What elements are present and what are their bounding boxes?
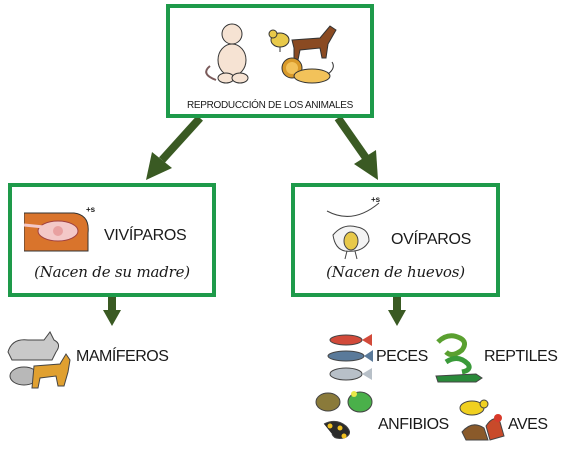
womb-icon [24, 212, 89, 252]
reptile-icon [435, 333, 483, 383]
arrow-to-oviparos-line [334, 115, 370, 161]
amphibian-icon [315, 391, 373, 439]
oviparos-node: +s OVÍPAROS (Nacen de huevos) [291, 183, 500, 297]
arrow-to-oviparos-head [354, 150, 378, 180]
lion-icon [281, 57, 334, 84]
viviparos-title: VIVÍPAROS [104, 227, 187, 244]
birds-icon [459, 399, 505, 441]
viviparos-node: +s VIVÍPAROS (Nacen de su madre) [8, 183, 216, 297]
horse-icon [291, 25, 337, 61]
root-node: REPRODUCCIÓN DE LOS ANIMALES [166, 4, 374, 118]
viviparos-plus-s: +s [86, 205, 96, 214]
oviparos-subtitle: (Nacen de huevos) [326, 263, 465, 281]
oviparos-plus-s: +s [371, 195, 381, 204]
root-title: REPRODUCCIÓN DE LOS ANIMALES [186, 100, 354, 111]
reptiles-label: REPTILES [484, 348, 558, 365]
mamiferos-label: MAMÍFEROS [76, 348, 169, 365]
arrow-to-viviparos-line [159, 115, 203, 163]
animals-illustration [205, 23, 337, 84]
aves-label: AVES [508, 416, 548, 433]
viviparos-subtitle: (Nacen de su madre) [34, 263, 190, 281]
baby-icon [205, 23, 249, 84]
peces-label: PECES [376, 348, 428, 365]
hen-egg-icon [326, 202, 380, 260]
mammals-icon [7, 331, 71, 389]
arrow-to-viviparos-head [146, 152, 172, 180]
arrow-to-mamiferos-head [103, 310, 121, 326]
oviparos-title: OVÍPAROS [391, 231, 471, 248]
fish-icon [327, 334, 373, 381]
arrow-to-oviparos-groups-head [388, 310, 406, 326]
bird-icon [268, 29, 290, 52]
anfibios-label: ANFIBIOS [378, 416, 449, 433]
